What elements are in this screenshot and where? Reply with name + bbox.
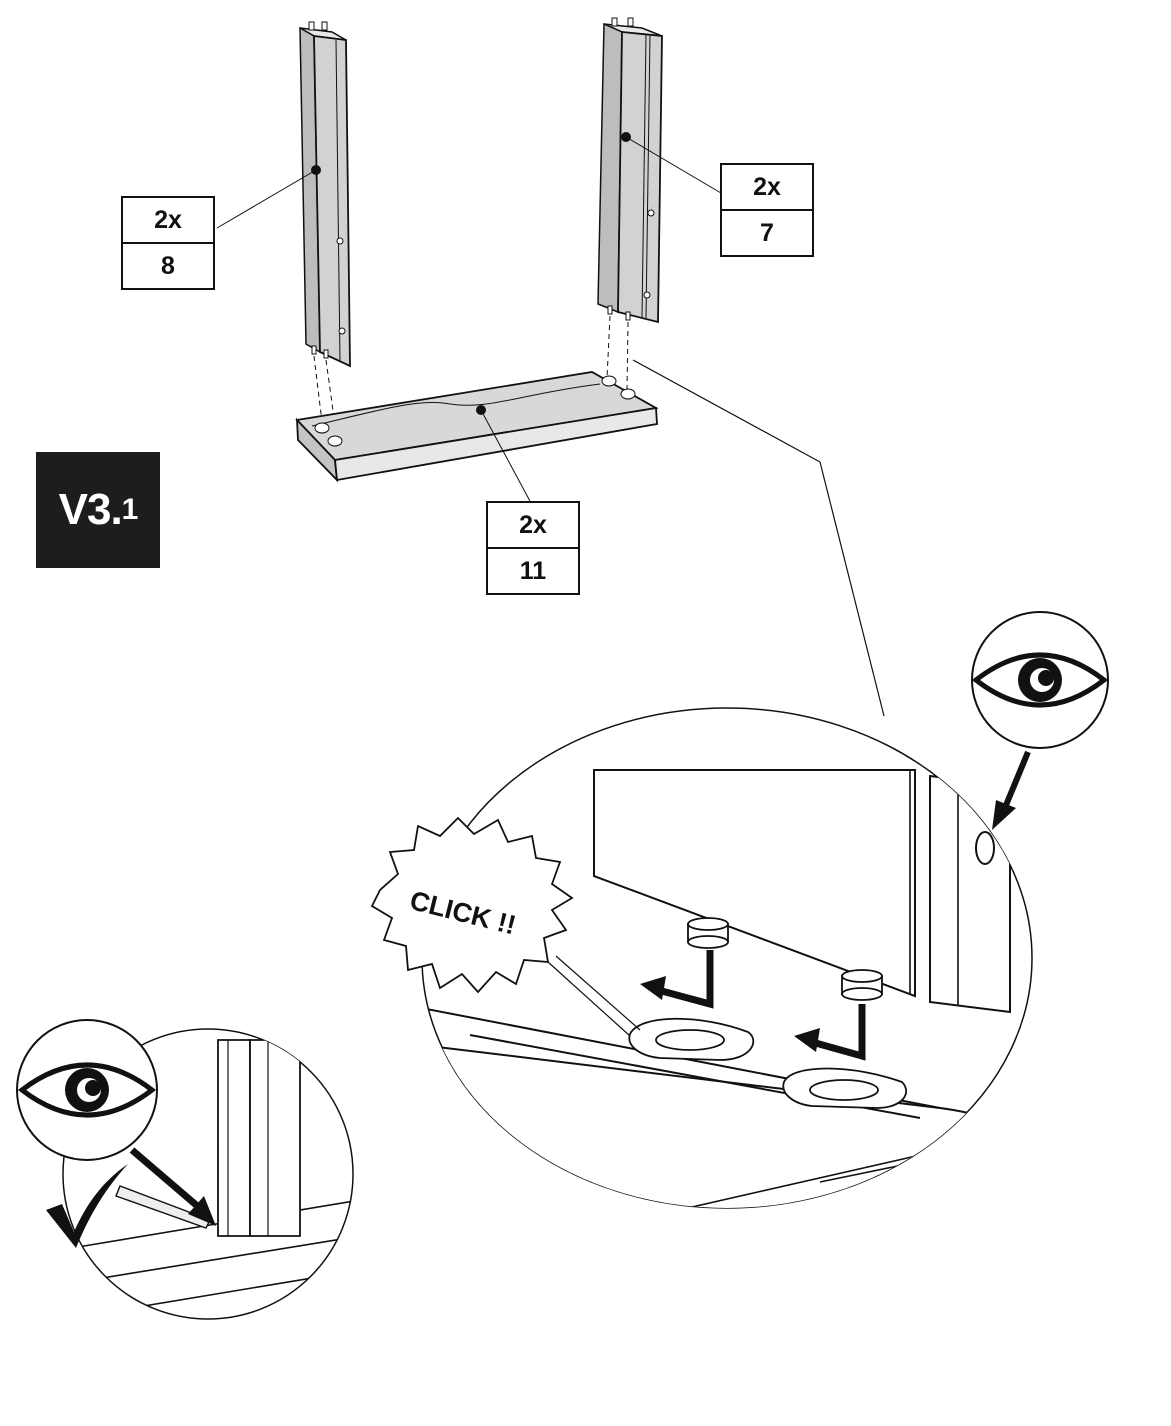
qty-box-part-7: 2x 7 — [720, 163, 814, 257]
qty-label: 2x — [753, 172, 781, 201]
leader-line-7 — [625, 136, 722, 194]
zoom-leader-line — [632, 359, 821, 463]
panel-part-7 — [597, 17, 663, 391]
click-callout: CLICK !! — [370, 816, 641, 1037]
detail-magnified-view — [421, 707, 1033, 1209]
step-badge: V3.1 — [36, 452, 160, 568]
step-minor: 1 — [121, 493, 139, 526]
part-number: 7 — [722, 209, 812, 255]
panel-part-8 — [299, 21, 351, 433]
qty-box-part-8: 2x 8 — [121, 196, 215, 290]
part-number: 11 — [488, 547, 578, 593]
arrow-icon — [657, 950, 866, 1061]
arrow-icon — [129, 1147, 205, 1213]
part-number: 8 — [123, 242, 213, 288]
zoom-leader-line — [819, 461, 885, 717]
eye-icon — [16, 1019, 158, 1161]
base-part-11 — [295, 371, 659, 483]
leader-line-8 — [216, 169, 317, 229]
checkmark-icon — [46, 1164, 128, 1248]
qty-label: 2x — [519, 510, 547, 539]
eye-icon — [971, 611, 1109, 749]
qty-box-part-11: 2x 11 — [486, 501, 580, 595]
qty-label: 2x — [154, 205, 182, 234]
step-major: V3. — [58, 485, 123, 534]
arrow-icon — [1001, 750, 1031, 812]
leader-line-11 — [480, 409, 532, 504]
